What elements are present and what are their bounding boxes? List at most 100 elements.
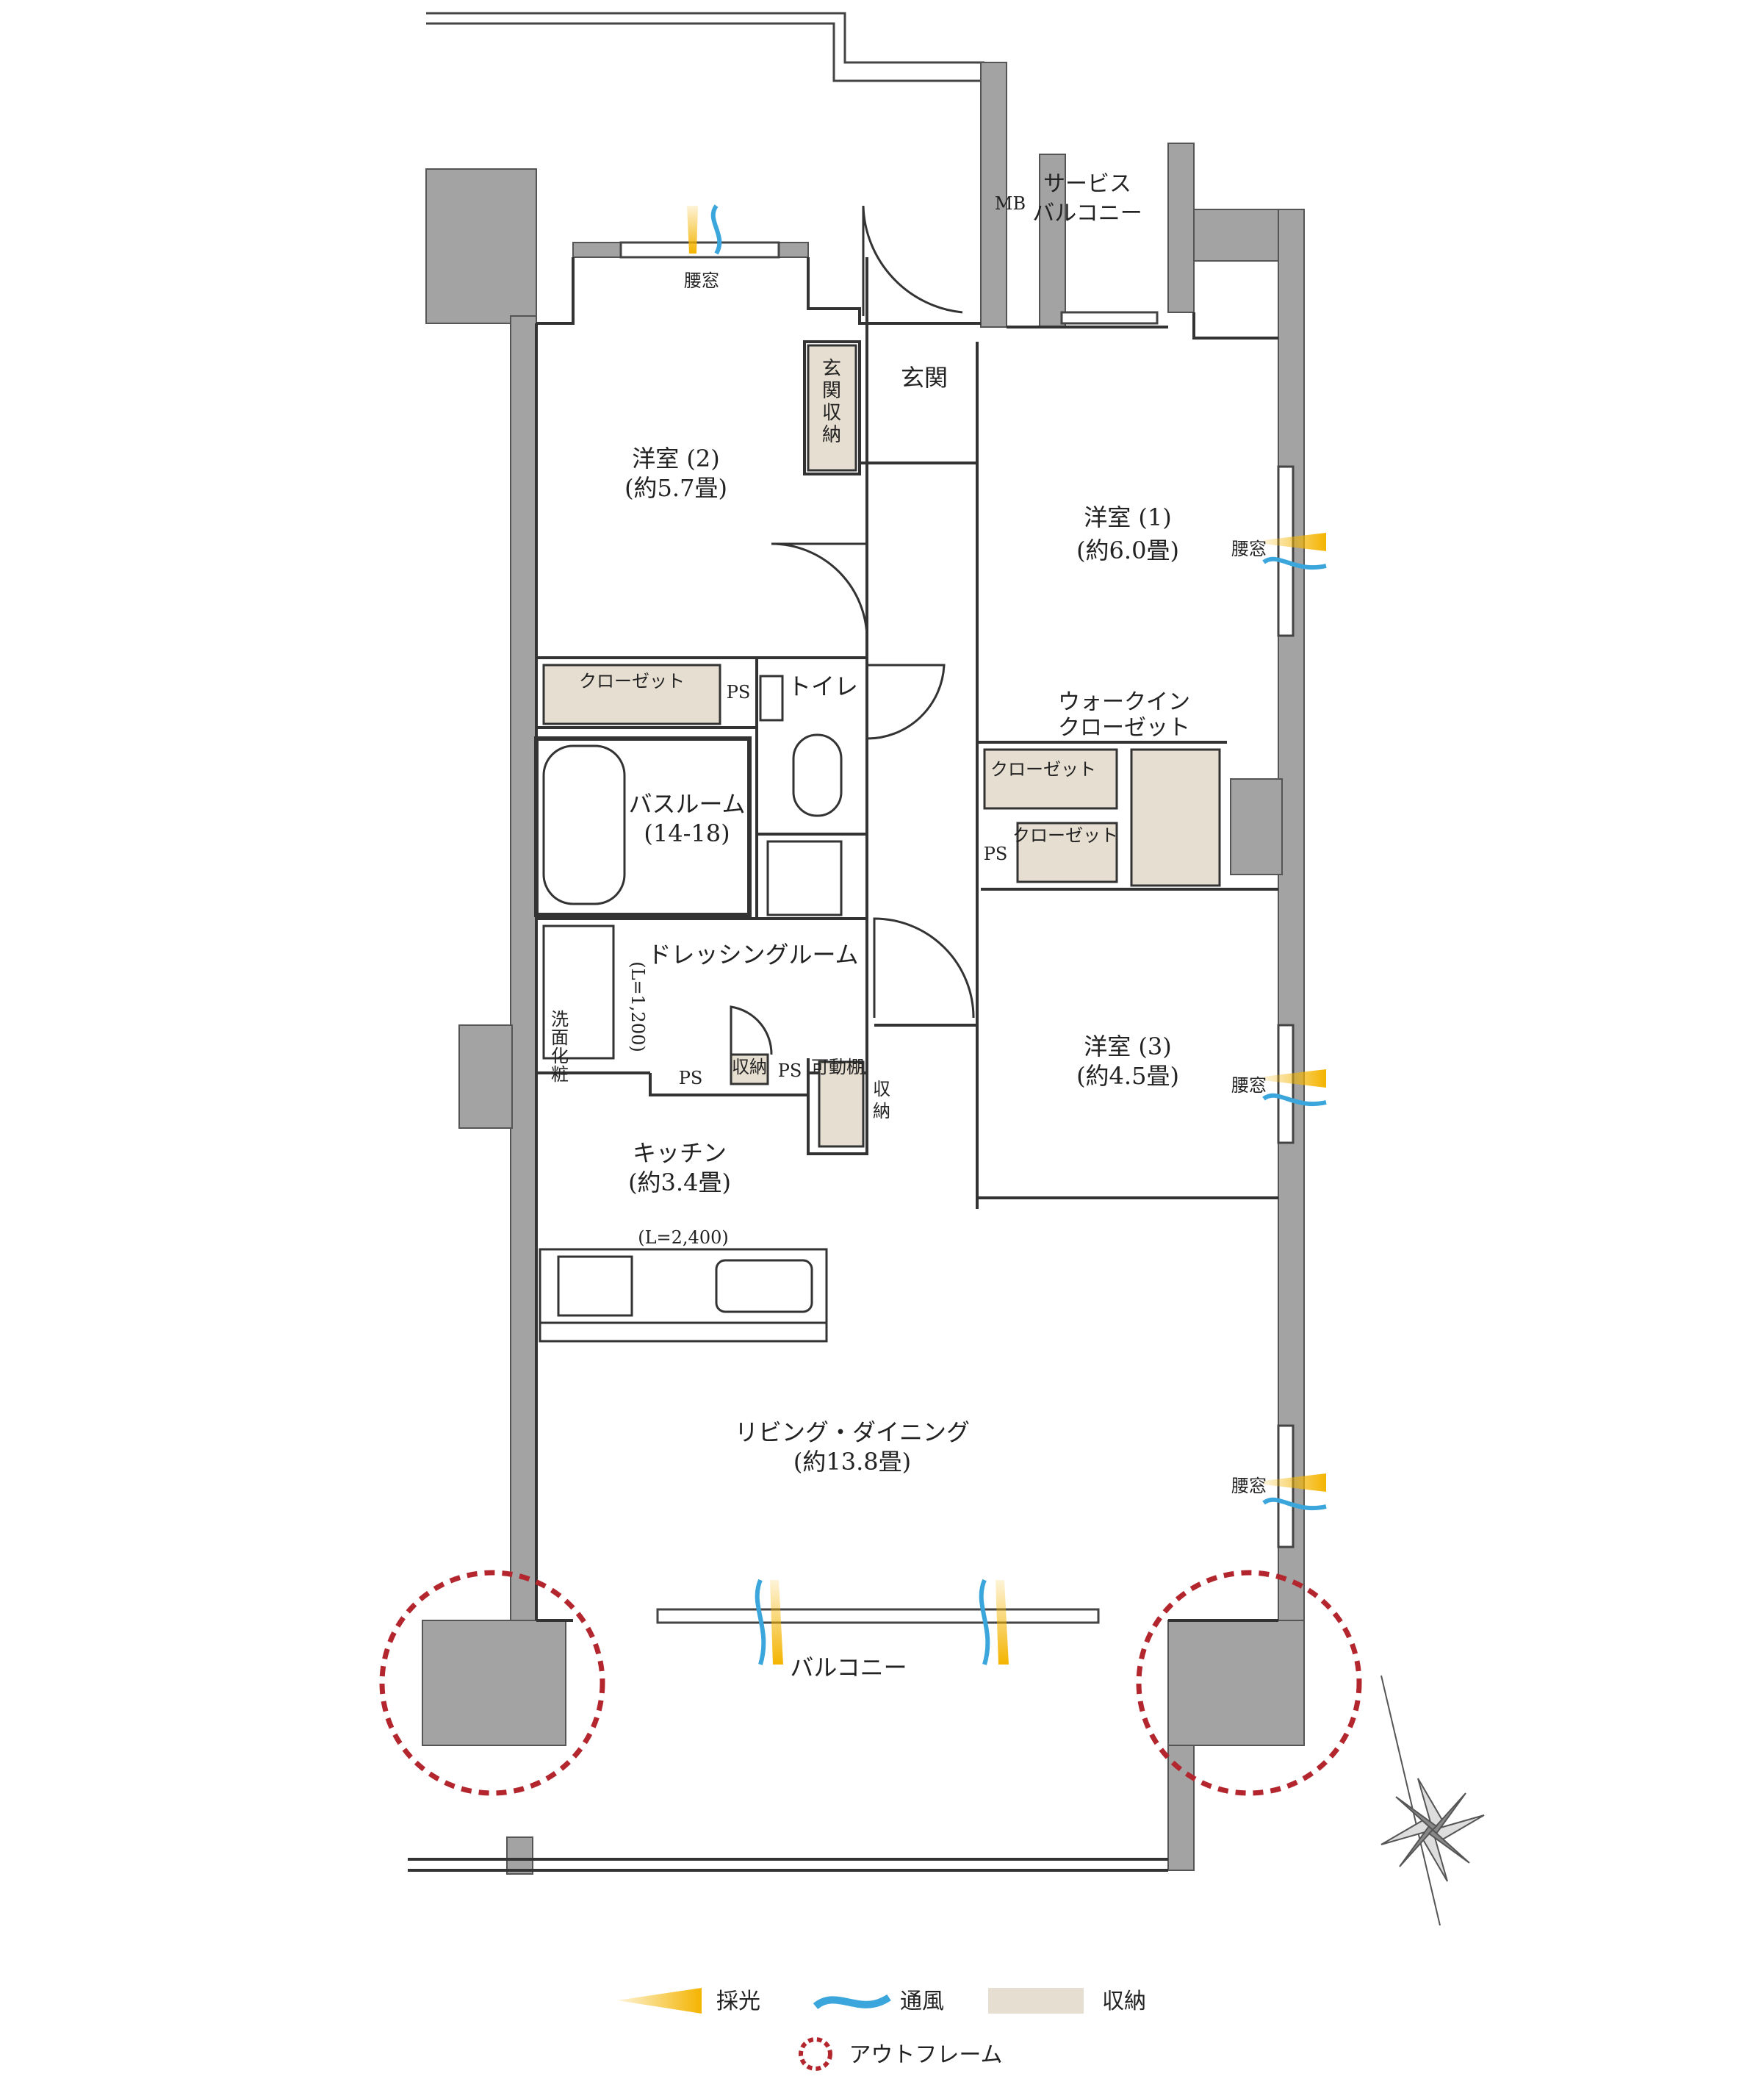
- waist-window-w1: 腰窓: [1231, 539, 1267, 559]
- door-toilet: [866, 664, 946, 740]
- window-western1: [1277, 465, 1295, 637]
- entrance-storage: [807, 344, 857, 472]
- side-storage-2: 納: [873, 1101, 890, 1121]
- waist-window-w3: 腰窓: [1231, 1075, 1267, 1096]
- legend-light-label: 採光: [716, 1989, 760, 2014]
- vanity-1: 洗: [551, 1009, 569, 1030]
- closet-walkin-1: [983, 748, 1118, 810]
- walkin-1: ウォークイン: [1058, 689, 1190, 715]
- kitchen-name: キッチン: [633, 1139, 727, 1167]
- washer: [766, 840, 843, 916]
- entrance-storage-2: 関: [822, 380, 841, 402]
- light-indicator: [770, 1580, 783, 1665]
- bathtub: [542, 744, 626, 905]
- closet-walkin-2: [1016, 822, 1118, 883]
- outframe-right: [1136, 1570, 1362, 1796]
- wall-bottom-right: [1167, 1745, 1195, 1871]
- windows: [619, 241, 1295, 1624]
- entrance-storage-3: 収: [822, 402, 841, 424]
- legend-storage-label: 収納: [1102, 1989, 1146, 2014]
- western2-size: (約5.7畳): [624, 474, 727, 502]
- window-western3: [1277, 1024, 1295, 1144]
- outframe-left: [379, 1570, 605, 1796]
- entrance-storage-1: 玄: [822, 358, 841, 380]
- waist-window-living: 腰窓: [1231, 1476, 1267, 1496]
- vanity: [542, 924, 615, 1060]
- legend-wind-swatch: [813, 1994, 891, 2010]
- western1-size: (約6.0畳): [1076, 536, 1179, 564]
- legend-light-swatch: [617, 1988, 702, 2014]
- closet-label-wic1: クローゼット: [990, 759, 1096, 780]
- wind-indicator: [755, 1579, 766, 1665]
- entrance-label: 玄関: [901, 364, 948, 392]
- closet-western2: [542, 664, 721, 725]
- ps-label-3: PS: [679, 1068, 703, 1088]
- legend-storage-swatch: [988, 1988, 1084, 2014]
- light-indicator: [1264, 533, 1326, 551]
- light-indicator: [687, 206, 698, 254]
- column-top-left: [425, 168, 537, 324]
- service-balcony-2: バルコニー: [1032, 201, 1142, 226]
- wind-indicator: [1262, 1093, 1327, 1106]
- bathroom-name: バスルーム: [628, 790, 745, 818]
- room-labels: 洋室 (2) (約5.7畳) 洋室 (1) (約6.0畳) 洋室 (3) (約4…: [551, 171, 1267, 1681]
- door-dressing: [873, 917, 975, 1019]
- column-bottom-small: [506, 1836, 533, 1875]
- ps-label-2: PS: [984, 844, 1008, 864]
- light-indicator: [1264, 1473, 1326, 1492]
- storage-small: [730, 1053, 769, 1085]
- wall-mb-column: [980, 62, 1007, 328]
- fixtures: [534, 675, 843, 1343]
- column-top-right: [1167, 143, 1195, 313]
- legend-outframe-swatch: [799, 2037, 832, 2071]
- wall-right-notch: [1230, 778, 1283, 875]
- kitchen-size: (約3.4畳): [628, 1168, 731, 1196]
- doors: [730, 205, 975, 1055]
- kitchen-stove: [557, 1255, 633, 1317]
- walkin-2: クローゼット: [1058, 715, 1190, 741]
- service-balcony-1: サービス: [1043, 171, 1131, 197]
- toilet-bowl: [792, 733, 843, 817]
- toilet-tank: [759, 675, 784, 722]
- wind-indicator: [1262, 1497, 1327, 1510]
- closet-walkin-3: [1130, 748, 1221, 887]
- upper-building-outline: [426, 12, 984, 82]
- western2-name: 洋室 (2): [632, 445, 720, 473]
- living-size: (約13.8畳): [793, 1448, 911, 1476]
- column-bottom-right: [1167, 1620, 1305, 1746]
- waist-window-w2: 腰窓: [684, 270, 719, 291]
- kitchen-backrail: [539, 1321, 828, 1343]
- closet-label-wic2: クローゼット: [1012, 825, 1118, 846]
- vanity-length: (L=1,200): [627, 961, 648, 1052]
- legend: 採光 通風 収納 アウトフレーム: [617, 1988, 1146, 2071]
- outframe-markers: [379, 1570, 1362, 1796]
- storage-areas: [542, 344, 1221, 1148]
- mb-label: MB: [995, 193, 1026, 214]
- window-western2: [619, 241, 780, 259]
- ps-label-4: PS: [778, 1060, 802, 1081]
- wind-indicator: [710, 204, 722, 255]
- compass-icon: [1380, 1675, 1485, 1926]
- kitchen-sink: [715, 1259, 813, 1313]
- side-storage-1: 収: [873, 1079, 890, 1099]
- western3-name: 洋室 (3): [1084, 1033, 1172, 1060]
- wall-left: [510, 315, 537, 1621]
- bathroom-size: (14-18): [644, 819, 730, 847]
- vanity-2: 面: [551, 1027, 569, 1048]
- living-name: リビング・ダイニング: [735, 1418, 970, 1446]
- vanity-3: 化: [551, 1046, 569, 1066]
- toilet-label: トイレ: [788, 672, 858, 700]
- kitchen-counter-length: (L=2,400): [638, 1227, 728, 1248]
- western3-size: (約4.5畳): [1076, 1062, 1179, 1090]
- structural-walls: [422, 62, 1305, 1875]
- door-western2: [771, 542, 868, 640]
- front-door: [862, 205, 963, 316]
- window-service-balcony: [1060, 311, 1159, 325]
- light-indicator: [996, 1580, 1009, 1665]
- wind-indicator: [979, 1579, 990, 1665]
- wind-indicator: [1262, 556, 1327, 570]
- movable-shelf-label: 可動棚: [811, 1057, 864, 1077]
- column-bottom-left: [422, 1620, 566, 1746]
- interior-walls: [408, 257, 1278, 1872]
- light-wind-indicators: [687, 204, 1327, 1665]
